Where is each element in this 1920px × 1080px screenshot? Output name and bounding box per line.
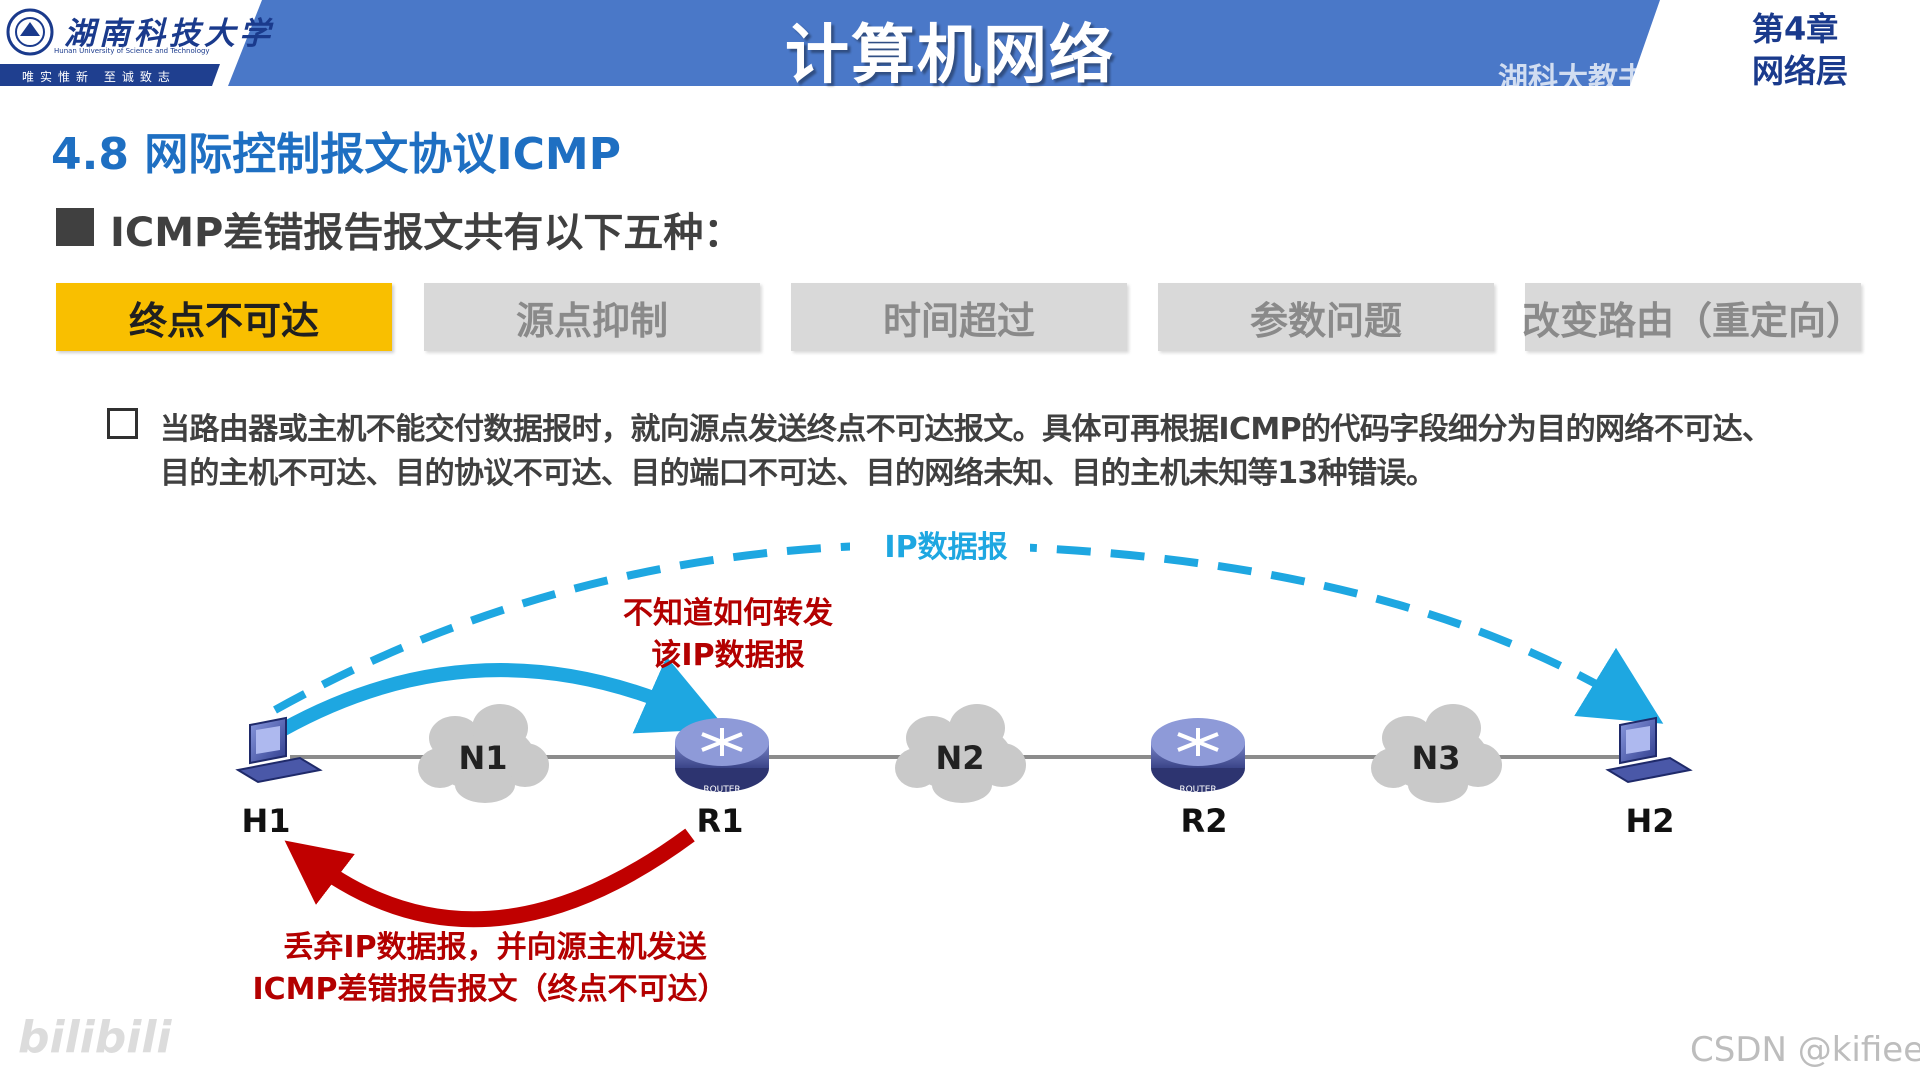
host-label-h2: H2 (1625, 802, 1674, 840)
router-badge-text: ROUTER (1179, 785, 1216, 795)
tab-redirect[interactable]: 改变路由（重定向） (1522, 283, 1864, 351)
description-line-2: 目的主机不可达、目的协议不可达、目的端口不可达、目的网络未知、目的主机未知等13… (160, 456, 1436, 491)
chapter-name: 网络层 (1752, 52, 1849, 90)
bilibili-watermark: bilibili (18, 1012, 172, 1063)
tab-time-exceeded[interactable]: 时间超过 (791, 283, 1127, 351)
checkbox-icon (107, 408, 138, 439)
ip-datagram-label: IP数据报 (884, 530, 1007, 565)
discard-annotation-line-2: ICMP差错报告报文（终点不可达） (252, 972, 727, 1007)
header-banner: 湖南科技大学 Hunan University of Science and T… (0, 0, 1920, 97)
tab-destination-unreachable[interactable]: 终点不可达 (56, 283, 392, 351)
csdn-watermark: CSDN @kifiee (1690, 1030, 1920, 1070)
ip-datagram-dashed-arrow (273, 540, 1664, 724)
cloud-icon (895, 704, 1026, 803)
university-motto: 唯实惟新 至诚致志 (22, 70, 176, 84)
router-annotation-line-2: 该IP数据报 (651, 638, 804, 673)
router-badge-text: ROUTER (703, 785, 740, 795)
tab-parameter-problem[interactable]: 参数问题 (1158, 283, 1494, 351)
chapter-number: 第4章 (1752, 10, 1839, 48)
university-emblem-icon (6, 8, 54, 56)
computer-icon (1605, 716, 1693, 784)
router-icon: ROUTER (1151, 718, 1245, 795)
network-label-n1: N1 (458, 739, 507, 777)
router-label-r1: R1 (697, 802, 744, 840)
cloud-icon (418, 704, 549, 803)
university-name: 湖南科技大学 (64, 16, 274, 52)
description-line-1: 当路由器或主机不能交付数据报时，就向源点发送终点不可达报文。具体可再根据ICMP… (160, 412, 1772, 447)
source-overlay-text: 湖科大教书匠 (1498, 62, 1678, 97)
router-icon: ROUTER (675, 718, 769, 795)
course-title: 计算机网络 (785, 19, 1115, 93)
r1-to-h1-error-arrow (284, 828, 695, 928)
section-title: 4.8 网际控制报文协议ICMP (51, 129, 621, 180)
tab-source-quench[interactable]: 源点抑制 (424, 283, 760, 351)
router-annotation-line-1: 不知道如何转发 (623, 596, 833, 631)
h1-to-r1-arrow (278, 656, 727, 737)
bullet-heading: ICMP差错报告报文共有以下五种： (110, 210, 744, 256)
university-name-en: Hunan University of Science and Technolo… (54, 47, 210, 55)
router-label-r2: R2 (1181, 802, 1228, 840)
network-label-n2: N2 (935, 739, 984, 777)
bullet-square-icon (56, 208, 94, 246)
computer-icon (235, 716, 323, 784)
network-label-n3: N3 (1411, 739, 1460, 777)
header-background (0, 0, 1920, 86)
host-label-h1: H1 (241, 802, 290, 840)
discard-annotation-line-1: 丢弃IP数据报，并向源主机发送 (283, 930, 706, 965)
cloud-icon (1371, 704, 1502, 803)
network-diagram: IP数据报 不知道如何转发 该IP数据报 N1 N2 N3 (235, 525, 1693, 1007)
